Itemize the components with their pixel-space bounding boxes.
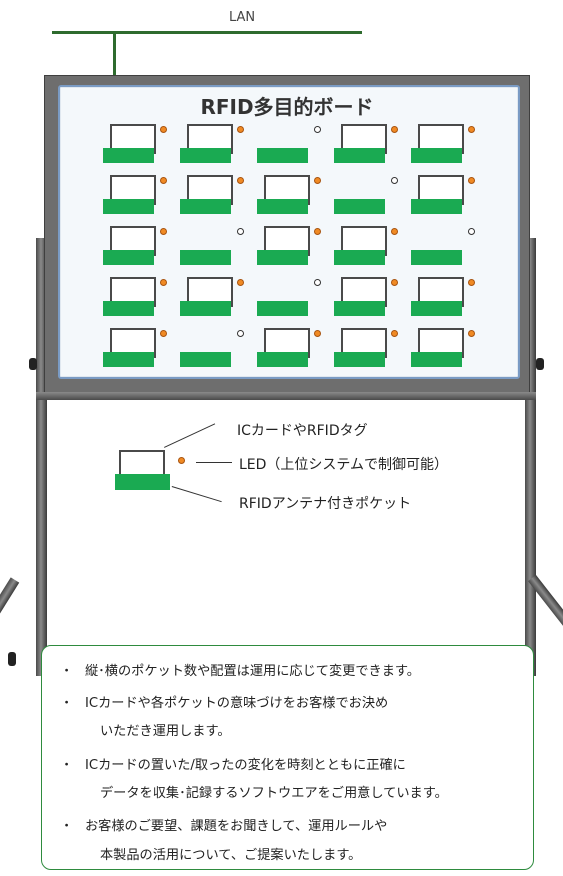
pocket-strip xyxy=(180,250,231,265)
left-foot-wheel xyxy=(8,652,16,666)
led-on-icon xyxy=(314,330,321,337)
pocket-strip xyxy=(334,250,385,265)
led-off-icon xyxy=(468,228,475,235)
pocket-strip xyxy=(334,199,385,214)
led-on-icon xyxy=(160,330,167,337)
legend-card-label: ICカードやRFIDタグ xyxy=(237,423,368,439)
left-post xyxy=(36,238,47,676)
pocket-strip xyxy=(411,148,462,163)
legend-led-label: LED（上位システムで制御可能） xyxy=(239,457,449,473)
pocket-strip xyxy=(334,148,385,163)
led-on-icon xyxy=(391,279,398,286)
leader-led xyxy=(196,462,232,463)
left-knob xyxy=(29,358,37,370)
led-off-icon xyxy=(314,279,321,286)
right-knob xyxy=(536,358,544,370)
notes-box xyxy=(41,645,534,870)
pocket-strip xyxy=(257,301,308,316)
pocket-strip xyxy=(257,352,308,367)
lan-cable xyxy=(52,31,362,34)
led-on-icon xyxy=(314,177,321,184)
led-on-icon xyxy=(391,330,398,337)
note-text: いただき運用します。 xyxy=(100,724,231,739)
pocket-strip xyxy=(180,199,231,214)
pocket-strip xyxy=(411,352,462,367)
pocket-strip xyxy=(103,352,154,367)
legend-led-icon xyxy=(178,457,185,464)
led-off-icon xyxy=(237,330,244,337)
led-on-icon xyxy=(160,126,167,133)
note-bullet: ・ xyxy=(60,819,74,834)
led-on-icon xyxy=(468,279,475,286)
pocket-strip xyxy=(103,250,154,265)
pocket-strip xyxy=(103,199,154,214)
pocket-strip xyxy=(257,148,308,163)
led-on-icon xyxy=(468,330,475,337)
pocket-strip xyxy=(411,301,462,316)
pocket-strip xyxy=(180,352,231,367)
led-on-icon xyxy=(468,126,475,133)
board-title: RFID多目的ボード xyxy=(200,95,374,119)
lan-label: LAN xyxy=(229,10,256,25)
led-on-icon xyxy=(160,279,167,286)
led-on-icon xyxy=(160,228,167,235)
lan-drop-cable xyxy=(113,33,116,77)
note-bullet: ・ xyxy=(60,758,74,773)
pocket-strip xyxy=(103,301,154,316)
led-on-icon xyxy=(391,126,398,133)
led-on-icon xyxy=(468,177,475,184)
led-on-icon xyxy=(237,177,244,184)
led-on-icon xyxy=(237,126,244,133)
pocket-strip xyxy=(257,250,308,265)
legend-pocket-label: RFIDアンテナ付きポケット xyxy=(239,496,412,512)
pocket-strip xyxy=(103,148,154,163)
pocket-strip xyxy=(411,250,462,265)
note-text: ICカードや各ポケットの意味づけをお客様でお決め xyxy=(85,696,389,711)
led-on-icon xyxy=(391,228,398,235)
note-text: お客様のご要望、課題をお聞きして、運用ルールや xyxy=(85,819,388,834)
leader-card xyxy=(164,423,216,448)
pocket-strip xyxy=(334,352,385,367)
led-off-icon xyxy=(237,228,244,235)
pocket-strip xyxy=(257,199,308,214)
stand-crossbar xyxy=(36,392,536,400)
note-bullet: ・ xyxy=(60,696,74,711)
led-on-icon xyxy=(314,228,321,235)
note-text: 本製品の活用について、ご提案いたします。 xyxy=(100,848,362,863)
pocket-strip xyxy=(411,199,462,214)
led-on-icon xyxy=(160,177,167,184)
led-on-icon xyxy=(237,279,244,286)
pocket-strip xyxy=(334,301,385,316)
legend-pocket-strip xyxy=(115,474,170,490)
note-text: 縦･横のポケット数や配置は運用に応じて変更できます。 xyxy=(85,664,420,679)
pocket-strip xyxy=(180,148,231,163)
note-text: データを収集･記録するソフトウエアをご用意しています。 xyxy=(100,786,448,801)
note-bullet: ・ xyxy=(60,664,74,679)
note-text: ICカードの置いた/取ったの変化を時刻とともに正確に xyxy=(85,758,406,773)
right-post xyxy=(525,238,536,676)
led-off-icon xyxy=(391,177,398,184)
led-off-icon xyxy=(314,126,321,133)
leader-pocket xyxy=(171,486,222,503)
pocket-strip xyxy=(180,301,231,316)
